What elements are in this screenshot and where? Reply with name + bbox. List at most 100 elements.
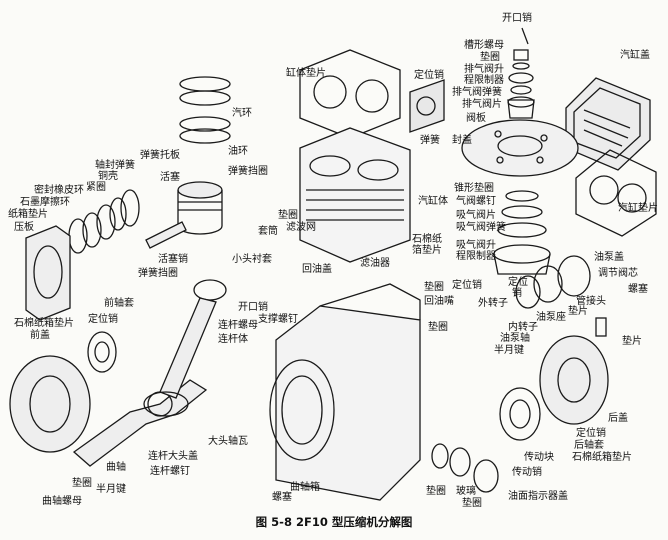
label-woodruff-key-left: 半月键 [96, 484, 126, 495]
label-drive-block: 传动块 [524, 452, 554, 463]
label-washer-bottom-2: 垫圈 [462, 498, 482, 509]
label-valve-screw: 气阀螺钉 [456, 196, 496, 207]
label-glass: 玻璃 [456, 486, 476, 497]
label-piston-pin: 活塞销 [158, 254, 188, 265]
label-discharge-valve-plate: 排气阀片 [462, 99, 502, 110]
label-asbestos-paper-2: 箔垫片 [412, 245, 442, 256]
label-washer-lower: 垫圈 [428, 322, 448, 333]
cylinder-head-cover [565, 77, 651, 171]
piston-rings [179, 76, 231, 144]
label-asbestos-gasket-left: 石棉纸箱垫片 [14, 318, 74, 329]
connecting-rod [143, 279, 227, 417]
service-cover [409, 79, 445, 133]
label-paper-gasket: 纸箱垫片 [8, 209, 48, 220]
label-discharge-valve-lift-2: 程限制器 [464, 75, 504, 86]
label-rear-cover: 后盖 [608, 413, 628, 424]
shaft-seal-parts [68, 189, 140, 254]
label-plug-bottom: 螺塞 [272, 492, 292, 503]
label-discharge-valve-spring: 排气阀弹簧 [452, 87, 502, 98]
label-washer-left: 垫圈 [72, 478, 92, 489]
label-discharge-valve-lift-1: 排气阀升 [464, 64, 504, 75]
label-suction-valve-lift-2: 程限制器 [456, 251, 496, 262]
label-copper-shell: 铜壳 [98, 171, 118, 182]
label-pump-dowel: 定位 [508, 277, 528, 288]
label-block-gasket: 缸体垫片 [286, 68, 326, 79]
label-gasket-right: 垫片 [568, 306, 588, 317]
label-conical-washer: 锥形垫圈 [454, 183, 494, 194]
label-oil-pump-cover: 油泵盖 [594, 252, 624, 263]
label-drive-pin: 传动销 [512, 467, 542, 478]
label-dowel-pin-right: 定位销 [576, 428, 606, 439]
rear-cover [539, 335, 609, 425]
label-dowel-pin-mid: 定位销 [452, 280, 482, 291]
label-suction-valve-spring: 吸气阀弹簧 [456, 222, 506, 233]
cylinder-block [299, 127, 411, 263]
label-cylinder-block: 汽缸体 [418, 196, 448, 207]
label-oil-filter: 滤油器 [360, 258, 390, 269]
label-big-end-bearing: 大头轴瓦 [208, 436, 248, 447]
label-pipe-connector: 管接头 [576, 296, 606, 307]
label-circlip-b: 弹簧挡圈 [138, 268, 178, 279]
label-shaft-seal-spring: 轴封弹簧 [95, 160, 135, 171]
label-graphite-friction-ring: 石墨摩擦环 [20, 197, 70, 208]
label-washer-mid: 垫圈 [278, 210, 298, 221]
oil-sight-glass [431, 443, 499, 493]
label-rod-body: 连杆体 [218, 334, 248, 345]
label-suction-valve-plate: 吸气阀片 [456, 210, 496, 221]
label-woodruff-key-mid: 半月键 [494, 345, 524, 356]
label-rod-nut: 连杆螺母 [218, 320, 258, 331]
label-oil-sight-cover: 油面指示器盖 [508, 491, 568, 502]
label-cylinder-head-cover: 汽缸盖 [620, 50, 650, 61]
label-castle-nut: 槽形螺母 [464, 40, 504, 51]
label-cotter-pin-top: 开口销 [502, 13, 532, 24]
label-oil-ring: 油环 [228, 146, 248, 157]
figure-caption: 图 5-8 2F10 型压缩机分解图 [255, 515, 413, 529]
label-seal-rubber-ring: 密封橡皮环 [34, 185, 84, 196]
label-valve-plate: 阀板 [466, 113, 486, 124]
crankcase [269, 283, 421, 501]
label-cover: 封盖 [452, 135, 472, 146]
valve-plate [461, 119, 579, 177]
label-regulating-valve-core: 调节阀芯 [598, 268, 638, 279]
label-dowel-pin-top: 定位销 [414, 70, 444, 81]
label-oil-return-cover: 回油盖 [302, 264, 332, 275]
label-plug-right: 螺塞 [628, 284, 648, 295]
suction-valve-stack [493, 190, 551, 275]
label-pressure-plate: 压板 [14, 222, 34, 233]
discharge-valve-stack [507, 27, 535, 119]
front-bushing [87, 331, 117, 373]
cylinder-gasket-right [575, 149, 657, 237]
label-big-end-cap: 连杆大头盖 [148, 451, 198, 462]
piston-pin [145, 221, 187, 249]
label-cylinder-gasket: 汽缸垫片 [618, 203, 658, 214]
label-pump-pin: 销 [512, 288, 522, 299]
pressure-plate [25, 225, 71, 321]
label-gasket-right-2: 垫片 [622, 336, 642, 347]
oil-pump-parts [515, 255, 607, 337]
front-cover [9, 355, 91, 453]
label-rear-bushing: 后轴套 [574, 440, 604, 451]
label-small-end-bushing: 小头衬套 [232, 254, 272, 265]
label-outer-rotor: 外转子 [478, 298, 508, 309]
label-oil-return-nozzle: 回油嘴 [424, 296, 454, 307]
rear-bushing [499, 387, 541, 441]
label-front-cover: 前盖 [30, 330, 50, 341]
label-front-bushing: 前轴套 [104, 298, 134, 309]
label-spring: 弹簧 [420, 135, 440, 146]
label-crankshaft-nut: 曲轴螺母 [42, 496, 82, 507]
label-compression-ring: 汽环 [232, 108, 252, 119]
label-rod-bolt: 连杆螺钉 [150, 466, 190, 477]
label-washer-top: 垫圈 [480, 52, 500, 63]
label-spring-retainer-plate: 弹簧托板 [140, 150, 180, 161]
label-cotter-pin-mid: 开口销 [238, 302, 268, 313]
label-oil-pump-shaft: 油泵轴 [500, 333, 530, 344]
label-suction-valve-lift-1: 吸气阀升 [456, 240, 496, 251]
label-crankshaft: 曲轴 [106, 462, 126, 473]
label-circlip-a: 弹簧挡圈 [228, 166, 268, 177]
label-sleeve: 套筒 [258, 226, 278, 237]
label-washer-oil: 垫圈 [424, 282, 444, 293]
label-tight-ring: 紧圈 [86, 182, 106, 193]
label-crankcase: 曲轴箱 [290, 482, 320, 493]
